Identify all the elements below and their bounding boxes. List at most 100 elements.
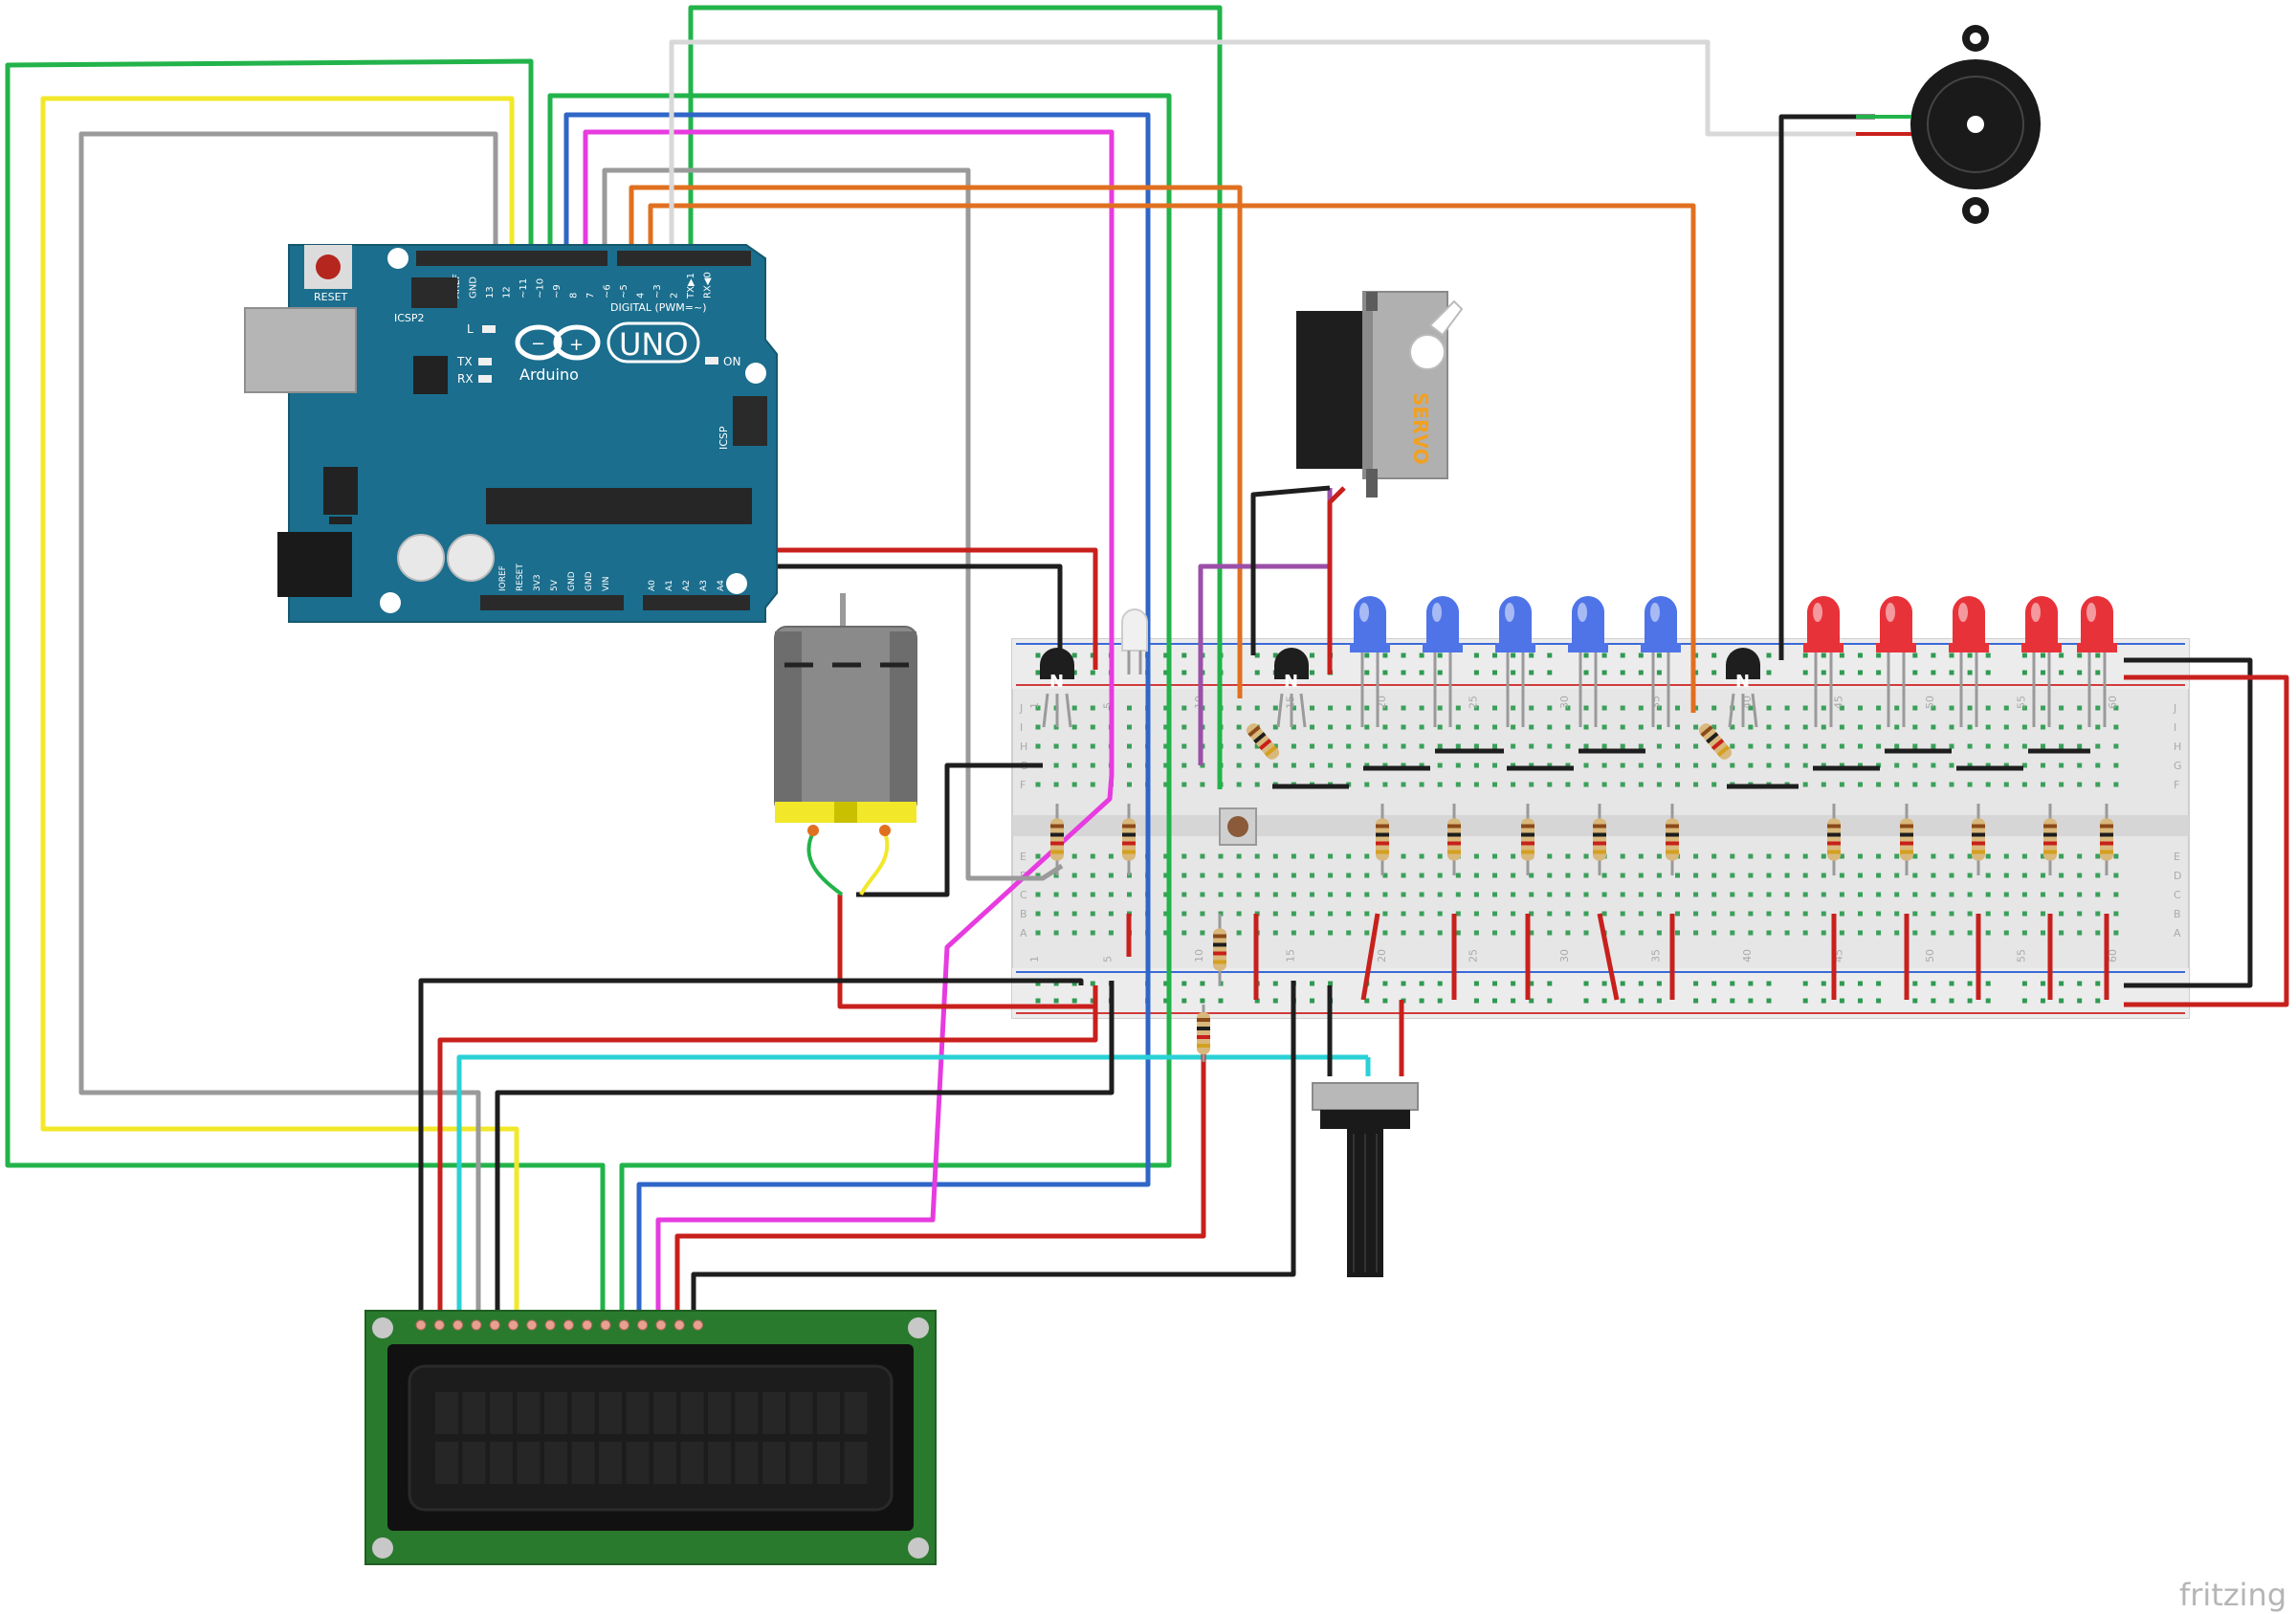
column-number: 5 <box>1101 956 1114 962</box>
brand-label: Arduino <box>519 365 579 384</box>
digital-label: DIGITAL (PWM=~) <box>610 301 707 314</box>
row-letter: J <box>1019 702 1023 715</box>
column-number: 1 <box>1028 702 1041 709</box>
wire-orange-2 <box>648 203 1696 713</box>
resistor <box>1698 723 1733 760</box>
resistor <box>1376 804 1389 875</box>
column-number: 30 <box>1558 696 1571 709</box>
pin-label: A4 <box>717 580 726 591</box>
breadboard-column-numbers: 1155101015152020252530303535404045455050… <box>1028 696 2119 962</box>
svg-text:+: + <box>569 335 584 355</box>
potentiometer[interactable] <box>1312 1082 1419 1277</box>
led-row <box>1350 596 2117 727</box>
wire-cyan-lcd <box>456 1054 1368 1313</box>
column-number: 55 <box>2015 949 2027 962</box>
pin-label: ~3 <box>652 284 663 298</box>
lcd-pin-header <box>415 1319 703 1331</box>
wire-black-lcd-3 <box>691 981 1296 1313</box>
led-red <box>2077 596 2117 727</box>
row-letter: J <box>2173 702 2176 715</box>
wire-black-motor <box>856 763 1043 897</box>
power-header <box>480 595 624 610</box>
row-letter: B <box>2174 908 2181 920</box>
wire-black-rail <box>2124 657 2253 988</box>
row-letter: F <box>1020 779 1026 791</box>
transistor-label: N <box>1284 672 1298 692</box>
pin-label: RX◀0 <box>703 272 714 298</box>
row-letter: I <box>1020 721 1023 734</box>
pin-label: 7 <box>585 293 596 298</box>
row-letter: D <box>2174 870 2181 882</box>
resistor <box>2043 804 2057 875</box>
piezo-buzzer <box>1856 25 2041 224</box>
analog-header <box>643 595 750 610</box>
wire-red-rail <box>2124 674 2289 1007</box>
npn-transistor: N <box>1274 648 1309 728</box>
resistor <box>1827 804 1841 875</box>
icsp-label: ICSP <box>718 426 730 450</box>
wire-grey-mid <box>602 167 1064 881</box>
row-letter: A <box>2174 927 2181 940</box>
digital-header-right <box>617 251 751 266</box>
wire-red-lcd-1 <box>437 985 1098 1313</box>
led-red <box>2021 596 2062 727</box>
wire-green-outer <box>5 58 606 1313</box>
pin-label: GND <box>469 276 479 298</box>
svg-text:−: − <box>531 334 545 354</box>
led-red <box>1803 596 1843 727</box>
pin-label: 4 <box>636 293 647 298</box>
fritzing-watermark: fritzing <box>2179 1577 2286 1613</box>
reset-label: RESET <box>314 291 348 303</box>
usb-connector <box>244 307 357 393</box>
row-letter: F <box>2174 779 2179 791</box>
column-number: 15 <box>1284 949 1296 962</box>
wire-white <box>669 39 1856 258</box>
row-letter: C <box>2174 889 2181 901</box>
row-letter: E <box>2174 851 2180 863</box>
column-number: 10 <box>1193 949 1205 962</box>
uno-label: UNO <box>619 326 689 363</box>
on-label: ON <box>723 355 740 368</box>
pin-label: A2 <box>682 580 692 591</box>
column-number: 30 <box>1558 949 1571 962</box>
wire-black-lcd-1 <box>418 978 1084 1313</box>
wire-red-lcd-2 <box>674 1052 1206 1313</box>
row-letter: H <box>2174 741 2181 753</box>
pin-label: IOREF <box>498 565 508 591</box>
pin-label: 8 <box>569 293 580 298</box>
wire-green-top <box>547 93 1172 1313</box>
column-number: 60 <box>2107 949 2119 962</box>
resistor <box>1050 804 1064 875</box>
pin-label: ~9 <box>552 284 563 298</box>
wire-magenta <box>583 129 1115 1313</box>
pin-label: 3V3 <box>533 574 542 591</box>
pin-label: RESET <box>516 564 525 591</box>
column-number: 25 <box>1467 949 1479 962</box>
column-number: 60 <box>2107 696 2119 709</box>
transistor-label: N <box>1049 672 1064 692</box>
pin-label: 5V <box>550 579 560 591</box>
column-number: 50 <box>1924 949 1936 962</box>
arduino-uno-board: RESET AREFGND1312~11~10~987~6~54~32TX▶1R… <box>244 244 778 623</box>
column-number: 35 <box>1649 696 1662 709</box>
resistor <box>2100 804 2113 875</box>
pin-label: A3 <box>699 580 709 591</box>
npn-transistor: N <box>1040 648 1074 728</box>
rx-label: RX <box>457 372 474 386</box>
wire-red-servo <box>1327 486 1346 674</box>
pin-label: ~10 <box>536 278 546 298</box>
pin-label: ~6 <box>603 284 613 298</box>
resistors <box>1050 723 2113 1062</box>
pin-label: ~5 <box>619 284 629 298</box>
led-blue <box>1423 596 1463 727</box>
servo-motor: SERVO <box>1296 291 1464 497</box>
wire-black-buzzer <box>1778 114 1875 660</box>
push-button[interactable] <box>1219 807 1257 846</box>
column-number: 45 <box>1832 696 1844 709</box>
column-number: 20 <box>1376 949 1388 962</box>
pin-label: GND <box>585 571 594 591</box>
led-red <box>1949 596 1989 727</box>
